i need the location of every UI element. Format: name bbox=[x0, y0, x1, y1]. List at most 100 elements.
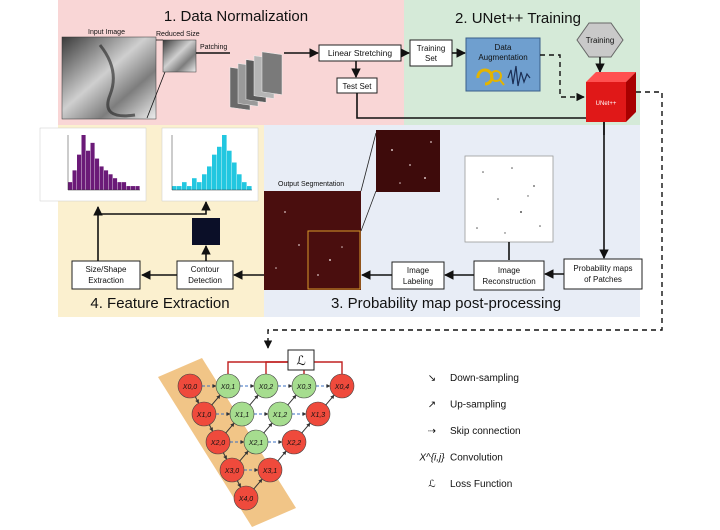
up-sampling-edge bbox=[249, 394, 259, 406]
histogram-bar bbox=[232, 162, 237, 190]
unet-node bbox=[229, 401, 255, 427]
histogram-bar bbox=[177, 186, 182, 190]
down-sampling-edge bbox=[208, 424, 214, 432]
histogram-right bbox=[171, 135, 252, 191]
unet-node-label: X3,1 bbox=[262, 468, 278, 475]
image-labeling-label-2: Labeling bbox=[403, 277, 433, 286]
zoom-connector-1 bbox=[360, 190, 377, 232]
unet-node bbox=[329, 373, 355, 399]
image-labeling-label-1: Image bbox=[407, 266, 430, 275]
output-segmentation-label: Output Segmentation bbox=[278, 181, 344, 188]
legend-symbol: ⇢ bbox=[428, 426, 436, 437]
deep-supervision-line bbox=[227, 361, 288, 374]
unet-node bbox=[243, 429, 269, 455]
unet-node bbox=[253, 373, 279, 399]
probability-maps-box bbox=[563, 258, 643, 290]
up-sampling-edge bbox=[263, 422, 273, 434]
histogram-bar bbox=[131, 186, 136, 190]
panel-title-training: 2. UNet++ Training bbox=[455, 10, 581, 27]
data-augmentation-label-2: Augmentation bbox=[478, 53, 527, 62]
reconstructed-probability-image bbox=[464, 155, 554, 243]
training-set-label-2: Set bbox=[425, 54, 438, 63]
training-set-box bbox=[409, 39, 453, 67]
unet-node-label: X4,0 bbox=[238, 496, 254, 503]
histogram-bar bbox=[122, 182, 127, 190]
legend-symbol: ℒ bbox=[428, 479, 435, 490]
unet-node-label: X1,0 bbox=[196, 412, 212, 419]
unet-node-label: X2,2 bbox=[286, 440, 302, 447]
size-shape-box bbox=[71, 260, 141, 290]
up-sampling-edge bbox=[277, 450, 287, 462]
input-image-crack bbox=[98, 44, 136, 118]
up-sampling-edge bbox=[225, 422, 235, 434]
histogram-bar bbox=[77, 154, 82, 190]
patch-stack bbox=[229, 51, 283, 111]
histogram-bar bbox=[247, 186, 252, 190]
unet-node bbox=[215, 373, 241, 399]
size-shape-label-1: Size/Shape bbox=[86, 265, 127, 274]
unet-node-label: X0,4 bbox=[334, 384, 350, 391]
linear-stretching-label: Linear Stretching bbox=[328, 48, 393, 58]
magnify-icon-handle bbox=[499, 79, 505, 86]
input-image-label: Input Image bbox=[88, 29, 125, 36]
loss-function-box bbox=[287, 349, 315, 371]
histogram-bar bbox=[207, 166, 212, 190]
training-hexagon-label: Training bbox=[586, 36, 615, 45]
loss-function-symbol: ℒ bbox=[296, 353, 305, 368]
segmentation-particles bbox=[275, 141, 432, 276]
image-reconstruction-label-1: Image bbox=[498, 266, 521, 275]
unet-node-label: X0,0 bbox=[182, 384, 198, 391]
legend: ↘Down-sampling↗Up-sampling⇢Skip connecti… bbox=[418, 373, 520, 490]
reduced-size-label: Reduced Size bbox=[156, 31, 200, 38]
unet-node-label: X2,1 bbox=[248, 440, 264, 447]
arrow-augmentation-to-cube bbox=[540, 54, 585, 102]
histogram-bar bbox=[90, 142, 95, 190]
histogram-bar bbox=[197, 182, 202, 190]
histogram-bar bbox=[192, 178, 197, 190]
legend-symbol: ↗ bbox=[428, 400, 436, 411]
histogram-bar bbox=[72, 170, 77, 190]
cube-to-architecture-link bbox=[263, 91, 663, 349]
contour-detection-label-2: Detection bbox=[188, 276, 222, 285]
unet-node bbox=[291, 373, 317, 399]
unet-node bbox=[177, 373, 203, 399]
unet-node bbox=[219, 457, 245, 483]
arrow-testset-to-probmaps bbox=[356, 93, 609, 259]
unet-node-label: X1,1 bbox=[234, 412, 250, 419]
segmentation-zoom-image bbox=[376, 130, 440, 192]
histogram-left bbox=[67, 135, 140, 191]
contour-detection-label-1: Contour bbox=[191, 265, 220, 274]
unet-node bbox=[233, 485, 259, 511]
legend-label: Skip connection bbox=[450, 426, 521, 437]
histogram-bar bbox=[104, 170, 109, 190]
deep-supervision-line bbox=[265, 361, 288, 374]
up-sampling-edge bbox=[301, 422, 311, 434]
legend-label: Up-sampling bbox=[450, 400, 506, 411]
data-augmentation-label-1: Data bbox=[495, 43, 512, 52]
probability-maps-label-2: of Patches bbox=[584, 275, 622, 284]
legend-label: Loss Function bbox=[450, 479, 512, 490]
histogram-bar bbox=[99, 166, 104, 190]
unet-node-label: X0,3 bbox=[296, 384, 312, 391]
contour-image bbox=[192, 218, 220, 245]
histogram-bar bbox=[187, 186, 192, 190]
unet-node bbox=[191, 401, 217, 427]
histogram-bar bbox=[81, 135, 86, 190]
histogram-bar bbox=[117, 182, 122, 190]
down-sampling-edge bbox=[236, 480, 242, 488]
test-set-label: Test Set bbox=[343, 82, 373, 91]
unet-node-label: X2,0 bbox=[210, 440, 226, 447]
histogram-bar bbox=[212, 154, 217, 190]
zoom-connector-2 bbox=[360, 132, 377, 192]
up-sampling-edge bbox=[253, 478, 263, 490]
histogram-bar bbox=[202, 174, 207, 190]
panel-title-postprocessing: 3. Probability map post-processing bbox=[331, 295, 561, 312]
histogram-bar bbox=[172, 186, 177, 190]
histogram-bar bbox=[113, 178, 118, 190]
image-reconstruction-box bbox=[473, 260, 545, 291]
legend-label: Down-sampling bbox=[450, 373, 519, 384]
unet-node-label: X3,0 bbox=[224, 468, 240, 475]
histogram-bar bbox=[86, 150, 91, 190]
